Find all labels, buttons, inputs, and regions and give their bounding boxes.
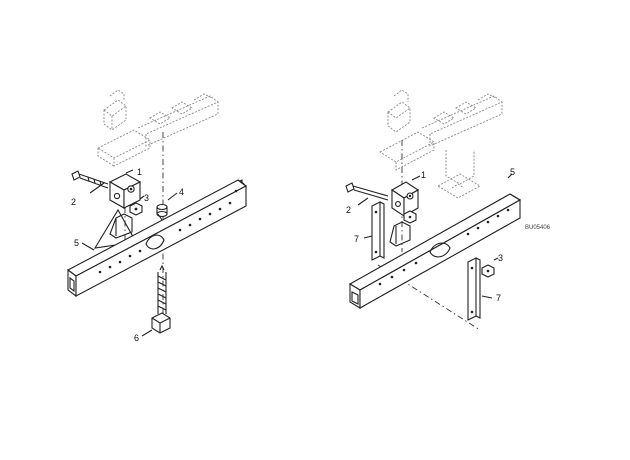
right-callout-1: 1 [421,170,426,180]
left-leaders [81,169,178,337]
right-callout-2: 2 [346,205,351,215]
left-callout-4: 4 [179,187,184,197]
left-bolt [71,170,109,189]
left-tube-holes [98,189,238,274]
right-ghost-mount [379,89,503,199]
left-callout-2: 2 [71,197,76,207]
right-nut [481,264,495,278]
left-nut [129,202,143,216]
right-strap-left [371,201,385,261]
right-assembly: 1 2 3 5 7 7 BU05406 [345,89,551,331]
drawing-code: BU05406 [525,225,551,231]
left-callout-6: 6 [134,333,139,343]
left-clamp-bracket [108,173,142,209]
left-pin [156,203,168,227]
right-clamp-bracket [390,181,420,218]
right-bolt [345,182,389,201]
left-callout-1: 1 [137,167,142,177]
right-small-nut [403,210,417,224]
left-assembly: 1 2 3 4 5 6 [66,89,248,343]
right-callout-7b: 7 [496,293,501,303]
right-clamp-shoe [389,221,411,247]
left-main-tube [66,179,248,298]
left-threaded-adjuster [151,264,171,334]
right-strap-right [467,257,481,321]
right-tube-holes [378,208,510,286]
left-callout-5: 5 [74,238,79,248]
right-main-tube [348,193,522,309]
right-callout-3: 3 [498,253,503,263]
left-callout-3: 3 [144,193,149,203]
right-callout-7a: 7 [354,234,359,244]
right-callout-5: 5 [510,167,515,177]
right-leaders [357,173,513,299]
left-ghost-mount [97,89,219,167]
